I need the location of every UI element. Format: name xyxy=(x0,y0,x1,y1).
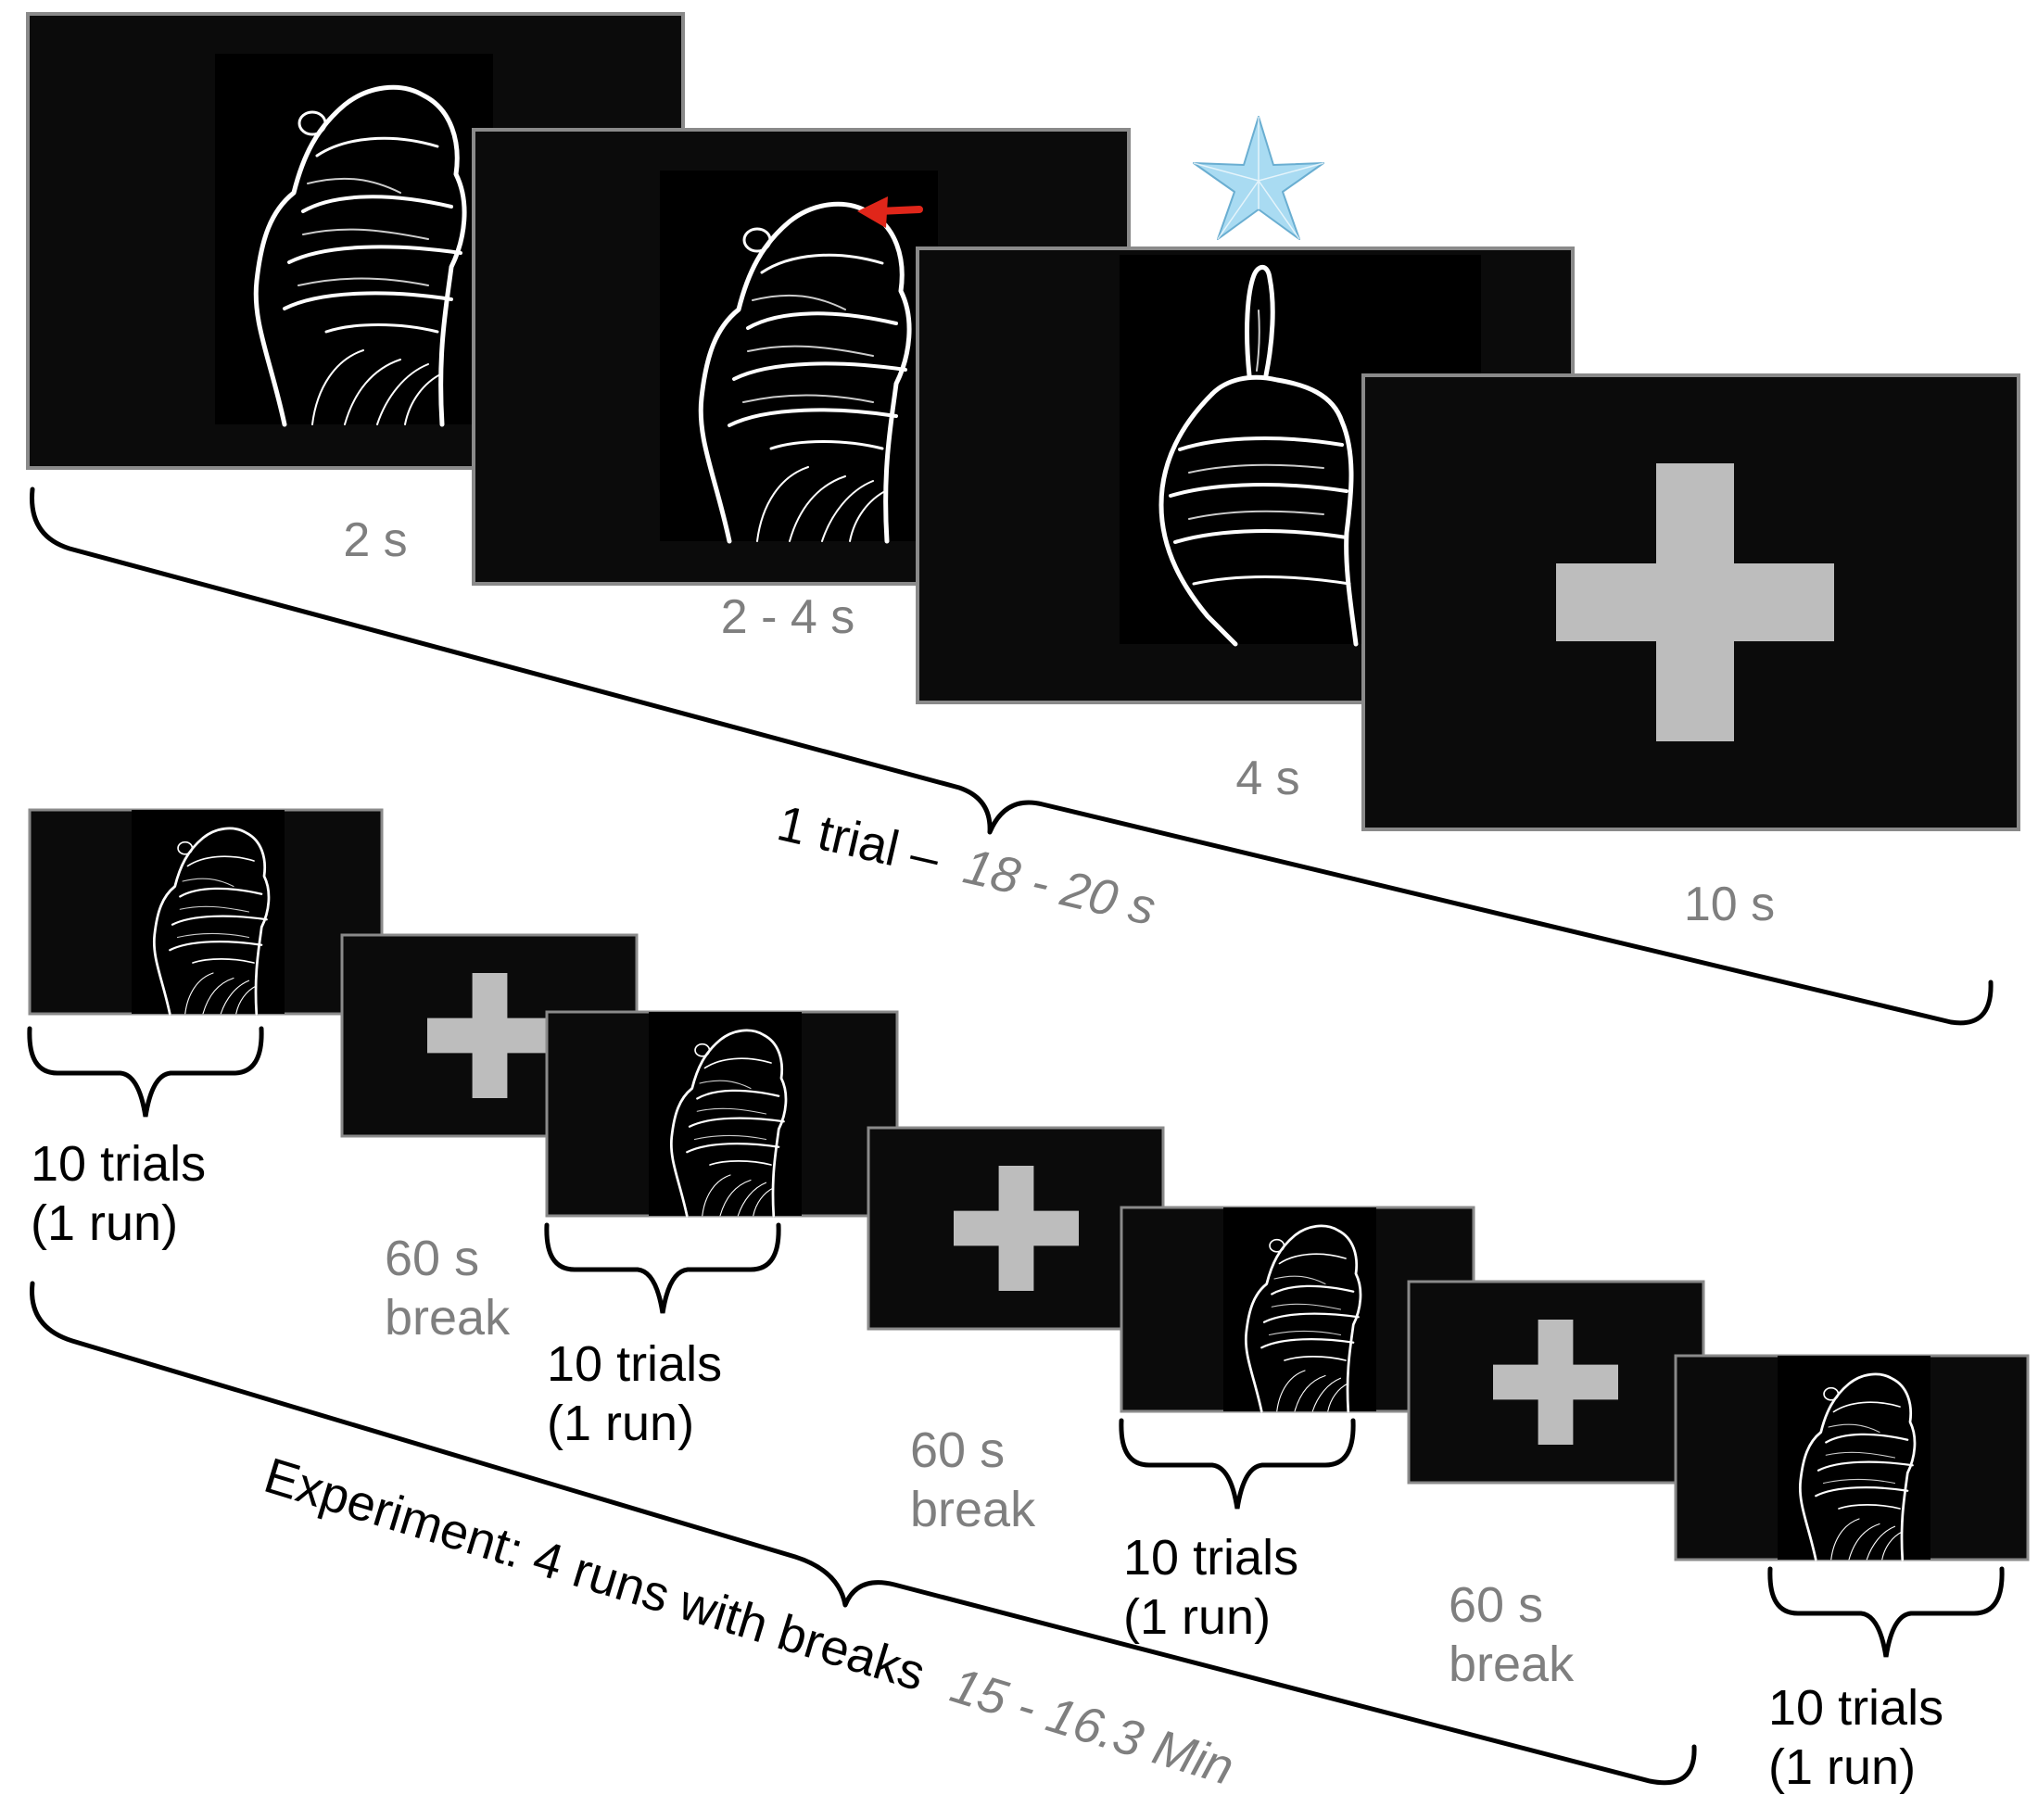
break-label: 60 s xyxy=(910,1422,1005,1478)
run-label: 10 trials xyxy=(1123,1530,1298,1586)
fist-hand-image xyxy=(647,1010,804,1218)
run-screen xyxy=(545,1010,899,1218)
curly-brace xyxy=(1119,1418,1356,1510)
svg-text:10 trials (1 run): 10 trials (1 run) xyxy=(547,1336,736,1451)
run-label: 10 trials xyxy=(31,1136,206,1192)
star-icon xyxy=(1193,116,1324,240)
trial-screen-fixation xyxy=(1361,373,2020,831)
run-screen xyxy=(1674,1354,2030,1561)
red-arrow-icon xyxy=(857,196,923,228)
duration-label: 10 s xyxy=(1684,878,1775,931)
fist-hand-image xyxy=(660,171,938,541)
break-screen xyxy=(1407,1280,1705,1485)
trial-duration: 18 - 20 s xyxy=(958,839,1160,937)
break-label: 60 s xyxy=(385,1231,479,1286)
break-label: break xyxy=(910,1482,1036,1537)
duration-label: 4 s xyxy=(1235,752,1299,805)
svg-text:Experiment: 4 runs with breaks: Experiment: 4 runs with breaks 15 - 16.3… xyxy=(258,1447,1239,1796)
run-label: 10 trials xyxy=(1768,1680,1943,1736)
fist-hand-image xyxy=(1222,1206,1378,1413)
curly-brace xyxy=(1767,1566,2005,1658)
break-label: break xyxy=(385,1290,511,1346)
curly-brace xyxy=(30,1281,1697,1786)
fist-hand-image xyxy=(130,808,286,1016)
svg-text:60 s break: 60 s break xyxy=(385,1231,511,1346)
break-label: 60 s xyxy=(1449,1577,1543,1633)
fist-hand-image xyxy=(1776,1354,1932,1561)
duration-label: 2 s xyxy=(343,513,407,567)
run-label: (1 run) xyxy=(31,1195,178,1251)
break-screen xyxy=(867,1126,1165,1331)
curly-brace xyxy=(544,1222,781,1314)
run-label: 10 trials xyxy=(547,1336,722,1392)
svg-text:60 s break: 60 s break xyxy=(1449,1577,1575,1692)
svg-text:60 s break: 60 s break xyxy=(910,1422,1036,1537)
trial-label: 1 trial – xyxy=(772,795,944,886)
run-label: (1 run) xyxy=(547,1396,694,1451)
experiment-duration: 15 - 16.3 Min xyxy=(944,1657,1240,1796)
svg-text:10 trials (1 run): 10 trials (1 run) xyxy=(31,1136,220,1251)
svg-text:10 trials (1 run): 10 trials (1 run) xyxy=(1123,1530,1312,1645)
curly-brace xyxy=(30,487,1994,1026)
run-label: (1 run) xyxy=(1768,1739,1916,1795)
run-screen xyxy=(28,808,384,1016)
duration-label: 2 - 4 s xyxy=(721,590,855,644)
svg-text:10 trials (1 run): 10 trials (1 run) xyxy=(1768,1680,1957,1795)
run-label: (1 run) xyxy=(1123,1589,1271,1645)
fist-hand-image xyxy=(215,54,493,424)
curly-brace xyxy=(27,1026,264,1118)
break-label: break xyxy=(1449,1637,1575,1692)
